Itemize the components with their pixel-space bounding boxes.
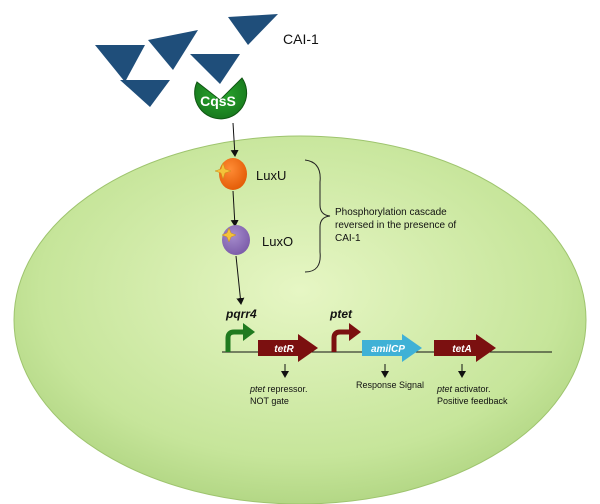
luxu-protein — [219, 158, 247, 190]
gene-teta-label: tetA — [452, 344, 471, 355]
phosphate-sparkle-icon — [214, 162, 232, 180]
cascade-bracket — [304, 159, 331, 273]
cascade-note-line2: reversed in the presence of — [335, 220, 456, 231]
teta-note-rest: activator. — [452, 384, 491, 394]
cai1-triangle-2 — [148, 30, 198, 70]
teta-note-italic: ptet — [436, 384, 453, 394]
cascade-note-line3: CAI-1 — [335, 233, 361, 244]
luxu-label: LuxU — [256, 168, 286, 183]
phosphate-sparkle-icon — [221, 227, 237, 243]
promoter-pqrr4-label: pqrr4 — [225, 307, 257, 321]
promoter-ptet-label: ptet — [329, 307, 353, 321]
cqss-receptor — [194, 77, 248, 120]
amilcp-note: Response Signal — [356, 380, 424, 390]
luxo-protein — [222, 225, 250, 255]
cai1-label: CAI-1 — [283, 31, 319, 47]
teta-note-line1: ptet activator. — [436, 384, 491, 394]
cai1-triangle-4 — [120, 80, 170, 107]
arrow-luxo-promoter — [235, 255, 245, 305]
tetr-note-rest: repressor. — [265, 384, 308, 394]
cai1-molecules — [95, 14, 278, 107]
arrow-cqss-luxu — [230, 122, 239, 157]
cascade-note-line1: Phosphorylation cascade — [335, 207, 447, 218]
promoter-ptet — [331, 323, 361, 352]
cell-ellipse — [13, 135, 587, 504]
luxo-label: LuxO — [262, 234, 293, 249]
cqss-label: CqsS — [200, 93, 236, 109]
tetr-note-italic: ptet — [249, 384, 266, 394]
gene-amilcp — [362, 334, 422, 362]
gene-tetr-label: tetR — [274, 344, 294, 355]
arrow-luxu-luxo — [230, 190, 239, 227]
promoter-pqrr4 — [225, 323, 255, 352]
tetr-note-line2: NOT gate — [250, 396, 289, 406]
gene-tetr — [258, 334, 318, 362]
gene-amilcp-label: amilCP — [371, 344, 405, 355]
cai1-triangle-3 — [228, 14, 278, 45]
gene-teta — [434, 334, 496, 362]
teta-note-line2: Positive feedback — [437, 396, 508, 406]
tetr-note-line1: ptet repressor. — [249, 384, 308, 394]
cai1-triangle-1 — [95, 45, 145, 82]
cai1-triangle-5 — [190, 54, 240, 84]
